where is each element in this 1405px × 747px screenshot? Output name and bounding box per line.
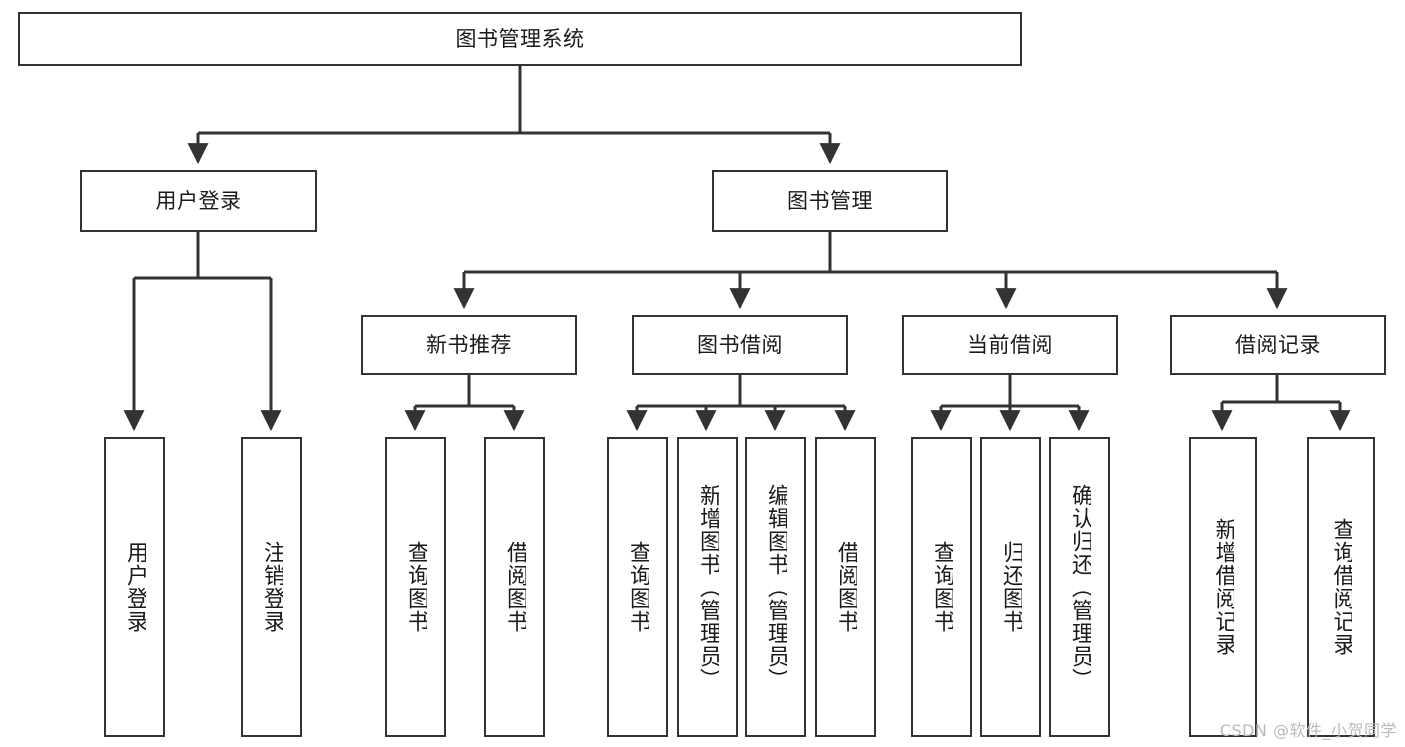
node-leaf-user-login[interactable]: 用户登录 xyxy=(104,437,165,737)
node-book-management-label: 图书管理 xyxy=(787,188,873,213)
node-leaf-query-book-borrow[interactable]: 查询图书 xyxy=(607,437,668,737)
node-user-login[interactable]: 用户登录 xyxy=(80,170,317,232)
node-leaf-edit-book-admin-label: 编辑图书（管理员） xyxy=(764,483,787,691)
node-borrow-record-label: 借阅记录 xyxy=(1235,332,1321,357)
node-leaf-query-book-current-label: 查询图书 xyxy=(930,541,953,633)
node-book-borrow-label: 图书借阅 xyxy=(697,332,783,357)
node-root-label: 图书管理系统 xyxy=(455,26,585,51)
node-leaf-borrow-book-borrow[interactable]: 借阅图书 xyxy=(815,437,876,737)
node-leaf-query-book-borrow-label: 查询图书 xyxy=(626,541,649,633)
node-leaf-borrow-book-newbook[interactable]: 借阅图书 xyxy=(484,437,545,737)
node-leaf-add-book-admin[interactable]: 新增图书（管理员） xyxy=(677,437,738,737)
node-leaf-borrow-book-borrow-label: 借阅图书 xyxy=(834,541,857,633)
node-root[interactable]: 图书管理系统 xyxy=(18,12,1022,66)
node-leaf-query-borrow-record-label: 查询借阅记录 xyxy=(1329,518,1353,656)
node-user-login-label: 用户登录 xyxy=(155,188,242,213)
node-leaf-borrow-book-newbook-label: 借阅图书 xyxy=(503,541,526,633)
csdn-watermark: CSDN @软件_小贺同学 xyxy=(1219,721,1397,740)
node-leaf-edit-book-admin[interactable]: 编辑图书（管理员） xyxy=(745,437,806,737)
node-leaf-add-borrow-record[interactable]: 新增借阅记录 xyxy=(1189,437,1257,737)
node-book-management[interactable]: 图书管理 xyxy=(712,170,948,232)
node-leaf-user-login-label: 用户登录 xyxy=(123,541,146,633)
node-leaf-add-book-admin-label: 新增图书（管理员） xyxy=(696,483,719,691)
node-leaf-logout[interactable]: 注销登录 xyxy=(241,437,302,737)
node-leaf-confirm-return-admin[interactable]: 确认归还（管理员） xyxy=(1049,437,1110,737)
node-current-borrow[interactable]: 当前借阅 xyxy=(902,315,1118,375)
node-book-borrow[interactable]: 图书借阅 xyxy=(632,315,848,375)
node-leaf-logout-label: 注销登录 xyxy=(260,541,283,633)
node-borrow-record[interactable]: 借阅记录 xyxy=(1170,315,1386,375)
node-new-book-recommend[interactable]: 新书推荐 xyxy=(361,315,577,375)
node-current-borrow-label: 当前借阅 xyxy=(967,332,1053,357)
node-leaf-return-book-label: 归还图书 xyxy=(999,541,1022,633)
node-leaf-return-book[interactable]: 归还图书 xyxy=(980,437,1041,737)
node-new-book-recommend-label: 新书推荐 xyxy=(426,332,512,357)
node-leaf-query-book-current[interactable]: 查询图书 xyxy=(911,437,972,737)
node-leaf-query-book-newbook[interactable]: 查询图书 xyxy=(385,437,446,737)
node-leaf-confirm-return-admin-label: 确认归还（管理员） xyxy=(1068,483,1091,691)
node-leaf-query-book-newbook-label: 查询图书 xyxy=(404,541,427,633)
node-leaf-add-borrow-record-label: 新增借阅记录 xyxy=(1211,518,1235,656)
node-leaf-query-borrow-record[interactable]: 查询借阅记录 xyxy=(1307,437,1375,737)
